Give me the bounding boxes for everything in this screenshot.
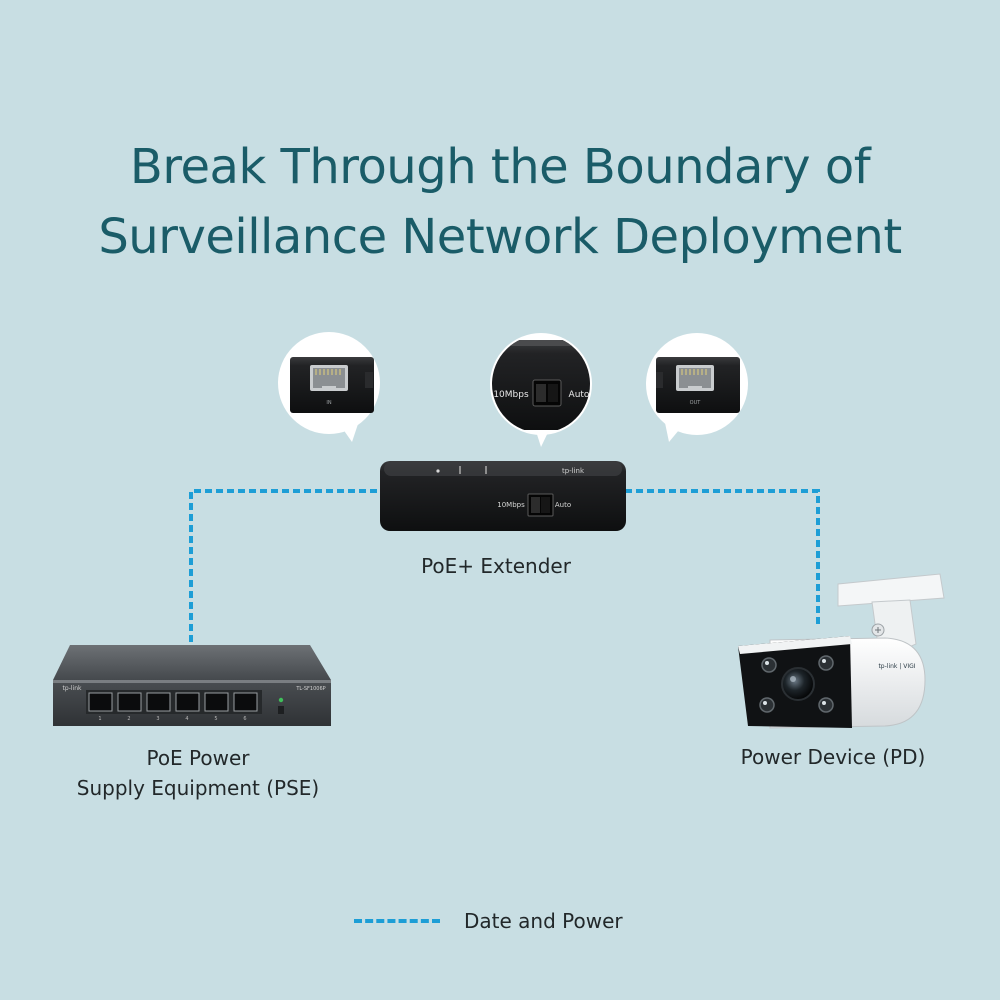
pse-port-number-2: 2 <box>127 716 130 722</box>
page-title: Break Through the Boundary of Surveillan… <box>0 132 1000 272</box>
extender-switch-right-label: Auto <box>555 501 571 509</box>
pse-port-number-3: 3 <box>156 716 159 722</box>
pse-label-line-2: Supply Equipment (PSE) <box>76 776 320 800</box>
legend: Date and Power <box>354 906 623 936</box>
pse-power-led <box>278 697 284 703</box>
poe-extender-device: tp-link 10Mbps Auto <box>380 461 626 531</box>
pse-port-number-4: 4 <box>185 716 188 722</box>
title-line-1: Break Through the Boundary of <box>129 139 871 195</box>
pd-label: Power Device (PD) <box>740 745 926 769</box>
callout-in-port: IN <box>278 332 380 442</box>
legend-label: Date and Power <box>464 909 623 933</box>
callout-switch: 10Mbps Auto <box>490 333 592 447</box>
pd-camera-device: tp-link | VIGI <box>738 573 945 729</box>
pse-port-number-6: 6 <box>243 716 246 722</box>
in-port-label: IN <box>326 400 331 406</box>
pse-switch-device: tp-link TL-SF1006P 1 2 3 4 5 6 <box>53 645 331 726</box>
callout-switch-right-label: Auto <box>569 390 590 400</box>
pse-model-label: TL-SF1006P <box>295 686 325 692</box>
pse-port-number-1: 1 <box>98 716 101 722</box>
cables <box>189 489 820 642</box>
callout-switch-left-label: 10Mbps <box>493 390 529 400</box>
pse-label: PoE Power Supply Equipment (PSE) <box>48 743 348 803</box>
callout-out-port: OUT <box>646 333 748 442</box>
title-line-2: Surveillance Network Deployment <box>98 209 902 265</box>
pse-port-number-5: 5 <box>214 716 217 722</box>
pse-label-line-1: PoE Power <box>146 746 250 770</box>
pse-brand-logo: tp-link <box>63 685 82 692</box>
cable-extender-to-pd <box>625 489 820 628</box>
out-port-label: OUT <box>690 400 702 406</box>
extender-label: PoE+ Extender <box>421 554 571 578</box>
cable-pse-to-extender <box>189 489 383 642</box>
extender-brand-logo: tp-link <box>562 467 585 475</box>
legend-dashed-line-icon <box>354 919 440 923</box>
pse-ethernet-ports <box>86 690 262 714</box>
pd-brand-logo: tp-link | VIGI <box>878 663 915 670</box>
extender-switch-left-label: 10Mbps <box>497 501 525 509</box>
